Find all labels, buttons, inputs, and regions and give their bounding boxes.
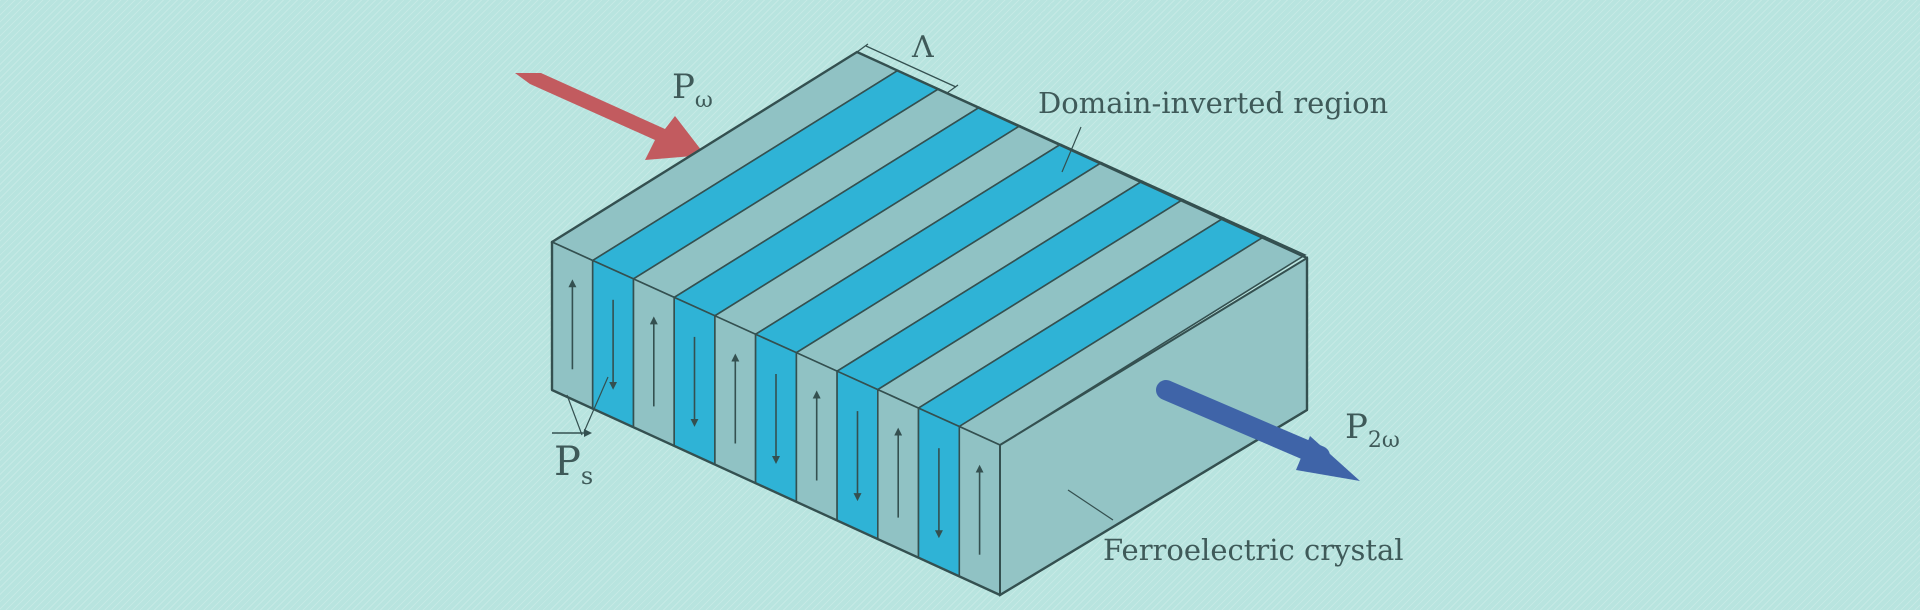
p-2omega-label: P2ω <box>1345 407 1400 453</box>
ps-leader-2 <box>583 376 609 433</box>
period-bracket <box>856 43 959 94</box>
polarization-arrows <box>568 279 984 555</box>
output-beam-arrow-head <box>1296 436 1360 481</box>
input-beam-arrow <box>515 73 705 160</box>
svg-text:Ps: Ps <box>554 439 593 490</box>
lambda-label: Λ <box>911 30 934 65</box>
ps-vector-label: Ps <box>552 429 593 490</box>
leader-lines <box>566 126 1114 521</box>
output-beam-arrow-shaft <box>1156 380 1330 466</box>
domain-inverted-label: Domain-inverted region <box>1038 86 1388 120</box>
crystal-top-face <box>550 51 1307 446</box>
crystal-leader <box>1067 489 1114 521</box>
ferroelectric-label: Ferroelectric crystal <box>1103 533 1404 567</box>
ps-leader-1 <box>566 394 583 436</box>
domain-region-leader <box>1061 126 1082 173</box>
p-omega-label: Pω <box>672 67 713 113</box>
